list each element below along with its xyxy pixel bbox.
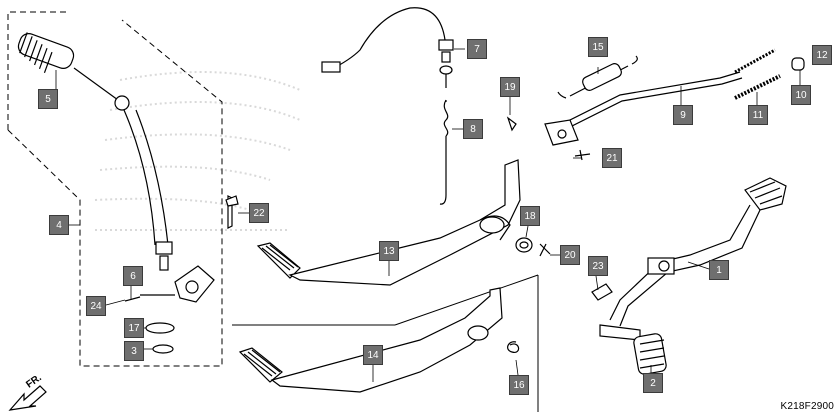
callout-5[interactable]: 5 [38,89,58,109]
brake-switch-cable [321,7,454,205]
callout-9[interactable]: 9 [673,105,693,125]
step-lever-assembly [591,177,787,375]
callout-16[interactable]: 16 [509,375,529,395]
callout-7[interactable]: 7 [467,39,487,59]
callout-22[interactable]: 22 [249,203,269,223]
shift-lever-assembly [17,32,239,354]
brake-pedal-14 [238,287,520,393]
brake-pedal-13 [256,159,521,286]
group-outline-left [7,11,223,367]
callout-23[interactable]: 23 [588,256,608,276]
diagram-code: K218F2900 [780,401,834,412]
callout-15[interactable]: 15 [588,37,608,57]
callout-17[interactable]: 17 [124,318,144,338]
callout-1[interactable]: 1 [709,260,729,280]
callout-11[interactable]: 11 [748,105,768,125]
callout-18[interactable]: 18 [520,206,540,226]
callout-8[interactable]: 8 [463,119,483,139]
callout-12[interactable]: 12 [812,45,832,65]
watermark-wing [94,71,301,231]
callout-4[interactable]: 4 [49,215,69,235]
callout-19[interactable]: 19 [500,77,520,97]
callout-14[interactable]: 14 [363,345,383,365]
callout-24[interactable]: 24 [86,296,106,316]
callout-21[interactable]: 21 [602,148,622,168]
callout-13[interactable]: 13 [379,241,399,261]
front-direction-arrow [8,385,47,411]
callout-20[interactable]: 20 [560,245,580,265]
callout-10[interactable]: 10 [791,85,811,105]
divider-lines [232,274,539,412]
spring-and-rod [506,55,743,161]
callout-3[interactable]: 3 [124,341,144,361]
callout-6[interactable]: 6 [123,266,143,286]
callout-2[interactable]: 2 [643,373,663,393]
small-seals [515,237,551,257]
